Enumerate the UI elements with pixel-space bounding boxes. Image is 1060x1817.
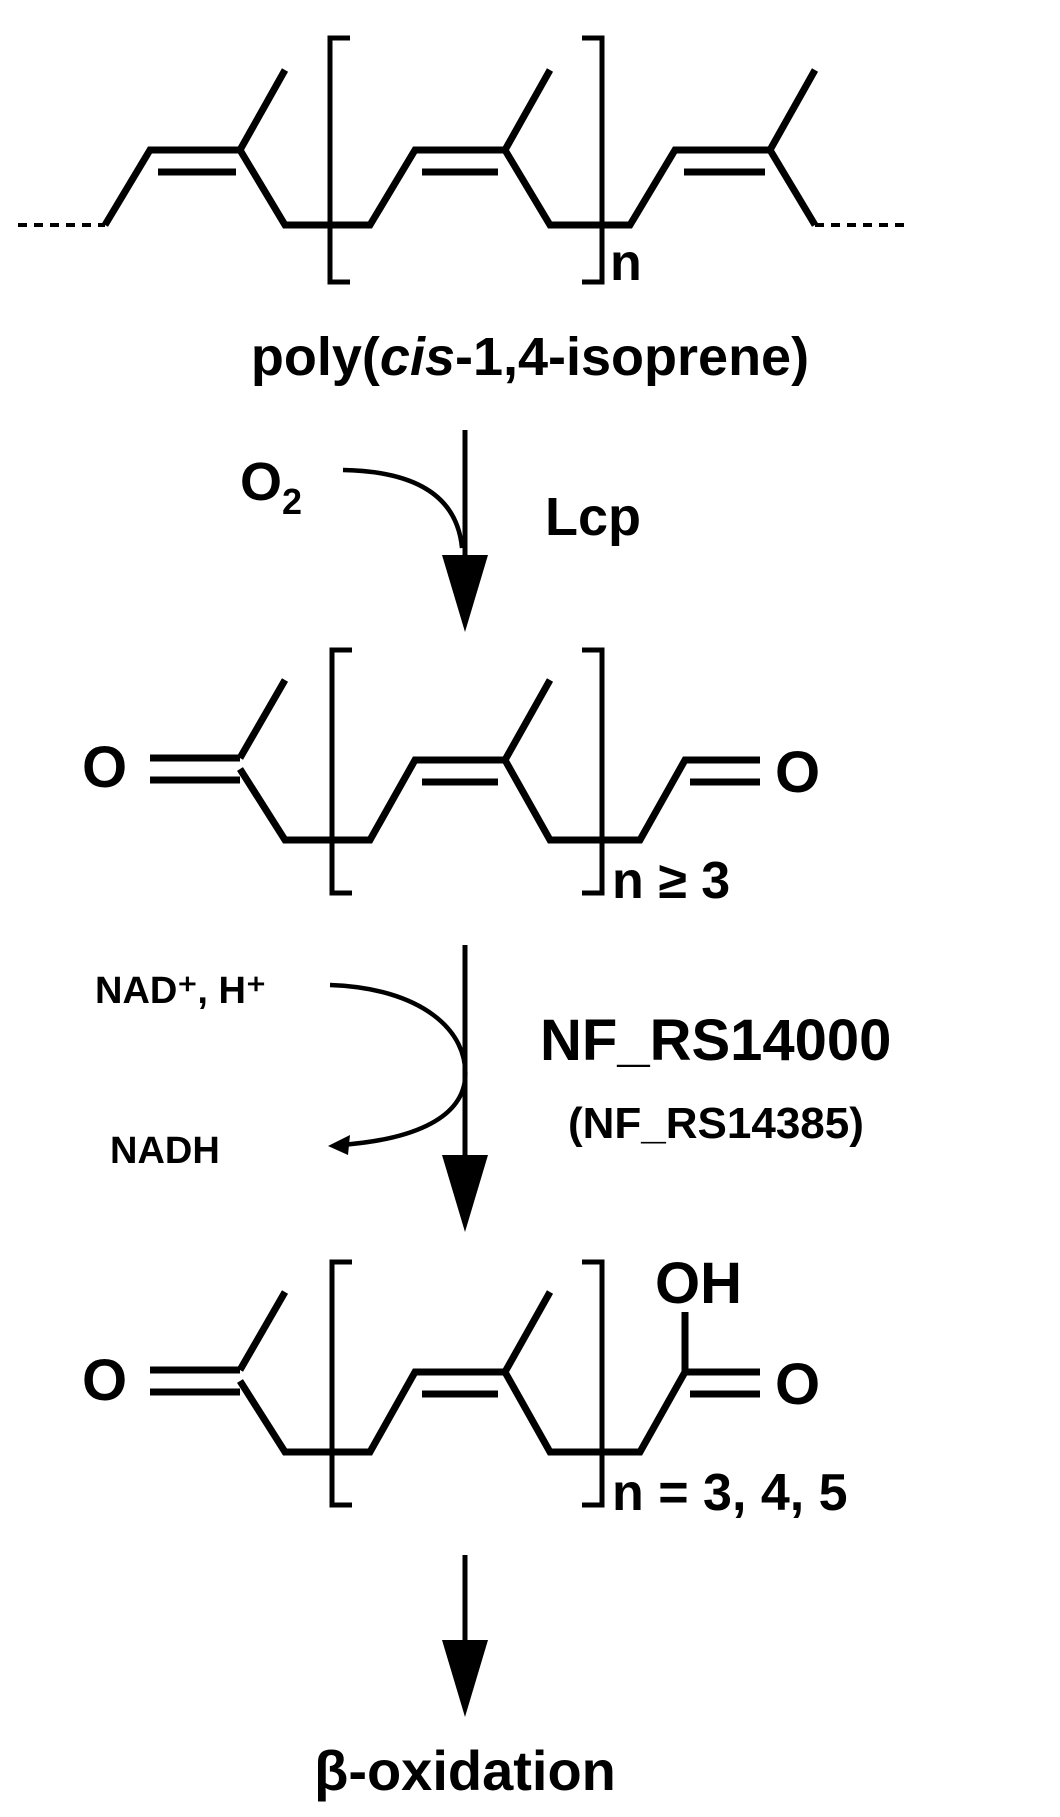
methyl-repeat: [501, 68, 554, 152]
oxygen-input-curve: [342, 467, 465, 549]
aldehyde-bracket-left: [329, 647, 352, 896]
cofactor-out-label: NADH: [110, 1130, 220, 1172]
cofactor-arrow-head: [328, 1135, 350, 1155]
arrow-head-2: [442, 1155, 488, 1232]
acid-product-structure: O OH O n = 3, 4, 5: [82, 1251, 848, 1522]
aldehyde-repeat-label: n ≥ 3: [612, 852, 730, 910]
acid-ketone-methyl: [236, 1290, 289, 1372]
arrow-head-1: [442, 555, 488, 632]
polymer-backbone: [101, 146, 819, 229]
aldehyde-product-structure: O O n ≥ 3: [82, 647, 820, 910]
enzyme-main-label: NF_RS14000: [540, 1008, 891, 1073]
acid-backbone: [237, 1368, 760, 1456]
oxygen-label: O2: [240, 452, 302, 522]
polymer-name: poly(cis-1,4-isoprene): [251, 327, 809, 387]
acid-repeat-label: n = 3, 4, 5: [612, 1464, 848, 1522]
repeat-bracket-right: [582, 35, 605, 285]
enzyme-lcp-label: Lcp: [545, 487, 641, 547]
acid-ketone-oxygen-atom: O: [82, 1348, 127, 1413]
polyisoprene-structure: n: [18, 35, 910, 292]
repeat-bracket-left: [327, 35, 350, 285]
ketone-methyl: [236, 678, 289, 760]
arrow-head-3: [442, 1640, 488, 1717]
aldehyde-oxygen-atom: O: [775, 740, 820, 805]
acid-bracket-left: [329, 1259, 352, 1508]
acid-hydroxyl-group: OH: [655, 1251, 742, 1316]
acid-repeat-methyl: [501, 1290, 554, 1374]
cofactor-curve: [329, 982, 468, 1148]
repeat-subscript: n: [610, 234, 642, 292]
enzyme-alt-label: (NF_RS14385): [568, 1099, 864, 1148]
reaction-arrow-lcp: [342, 430, 488, 632]
aldehyde-backbone: [237, 756, 760, 844]
aldehyde-bracket-right: [582, 647, 605, 896]
ketone-oxygen-atom: O: [82, 735, 127, 800]
methyl-right: [766, 68, 819, 152]
cofactor-in-label: NAD⁺, H⁺: [95, 970, 266, 1012]
beta-oxidation-label: β-oxidation: [314, 1739, 616, 1802]
acid-bracket-right: [582, 1259, 605, 1508]
acid-carbonyl-oxygen-atom: O: [775, 1352, 820, 1417]
aldehyde-repeat-methyl: [501, 678, 554, 762]
methyl-left: [236, 68, 289, 152]
reaction-arrow-dehydrogenase: [328, 945, 488, 1232]
reaction-arrow-final: [442, 1555, 488, 1717]
